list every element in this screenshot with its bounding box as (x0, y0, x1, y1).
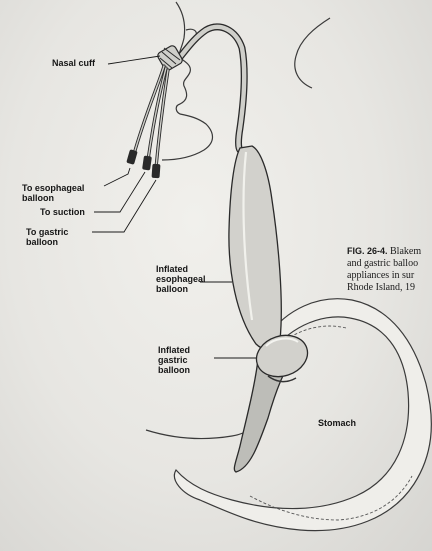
caption-line-1: FIG. 26-4. Blakem (347, 245, 432, 258)
label-inflated-esophageal-balloon: Inflated esophageal balloon (156, 264, 206, 294)
caption-line-2: and gastric balloo (347, 258, 419, 269)
leader-lines (92, 55, 256, 359)
connector-tips (126, 149, 161, 179)
stomach-outline (173, 298, 432, 532)
caption-fig-number: FIG. 26-4. (347, 246, 388, 256)
ear-outline (294, 17, 331, 89)
caption-line-4: Rhode Island, 19 (347, 282, 416, 293)
face-profile (161, 1, 214, 161)
tube-main (172, 23, 248, 154)
nasal-cuff (157, 45, 183, 71)
figure-caption: FIG. 26-4. Blakem and gastric balloo app… (347, 245, 432, 294)
gastric-balloon (255, 334, 309, 383)
caption-line-1-rest: Blakem (390, 246, 422, 257)
label-stomach: Stomach (318, 418, 357, 428)
label-to-gastric-balloon: To gastric balloon (26, 227, 69, 247)
label-to-esophageal-balloon: To esophageal balloon (22, 183, 85, 203)
label-to-suction: To suction (40, 207, 85, 217)
esophageal-balloon (228, 145, 282, 350)
caption-line-3: appliances in sur (347, 270, 415, 281)
label-nasal-cuff: Nasal cuff (52, 58, 96, 68)
tube-lower (233, 351, 297, 473)
label-inflated-gastric-balloon: Inflated gastric balloon (158, 345, 191, 375)
